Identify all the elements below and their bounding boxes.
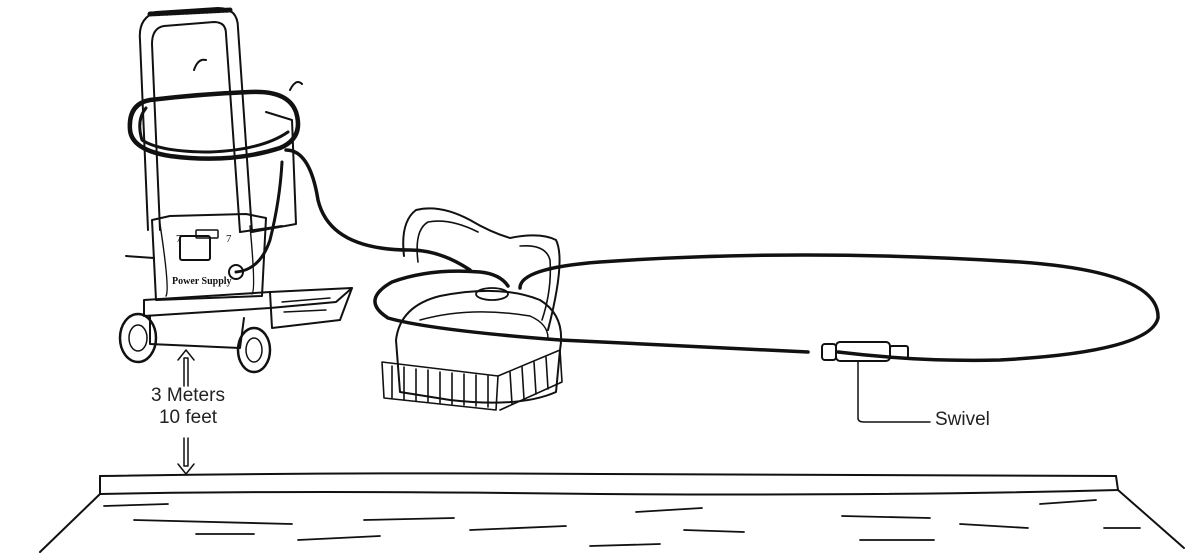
- water-ripples: [103, 499, 1141, 547]
- robotic-pool-cleaner: [381, 207, 563, 411]
- distance-feet-label: 10 feet: [158, 407, 218, 428]
- power-supply-marker-right: 7: [226, 233, 232, 245]
- distance-arrow-up: [177, 349, 195, 387]
- power-supply-brand-text: Power Supply: [172, 276, 232, 287]
- swivel-connector: [821, 341, 909, 362]
- swivel-label: Swivel: [935, 409, 990, 430]
- robot-brushes: [381, 349, 563, 411]
- caddy-cart: 7 7 Power Supply: [118, 7, 353, 374]
- distance-label: 3 Meters 10 feet: [128, 385, 248, 429]
- robot-body: [395, 289, 562, 404]
- distance-meters-label: 3 Meters: [151, 385, 225, 406]
- swivel-leader-line: [857, 361, 931, 423]
- caddy-wheel-left: [118, 312, 158, 364]
- pool-edge: [39, 472, 1185, 553]
- distance-arrow-down: [177, 437, 195, 475]
- caddy-wheel-right: [236, 326, 272, 374]
- robot-handle: [402, 207, 561, 331]
- power-supply-marker-left: 7: [176, 233, 182, 245]
- cable-coil: [127, 89, 301, 161]
- floating-cable: [234, 148, 1160, 363]
- power-supply-unit: 7 7 Power Supply: [125, 213, 267, 301]
